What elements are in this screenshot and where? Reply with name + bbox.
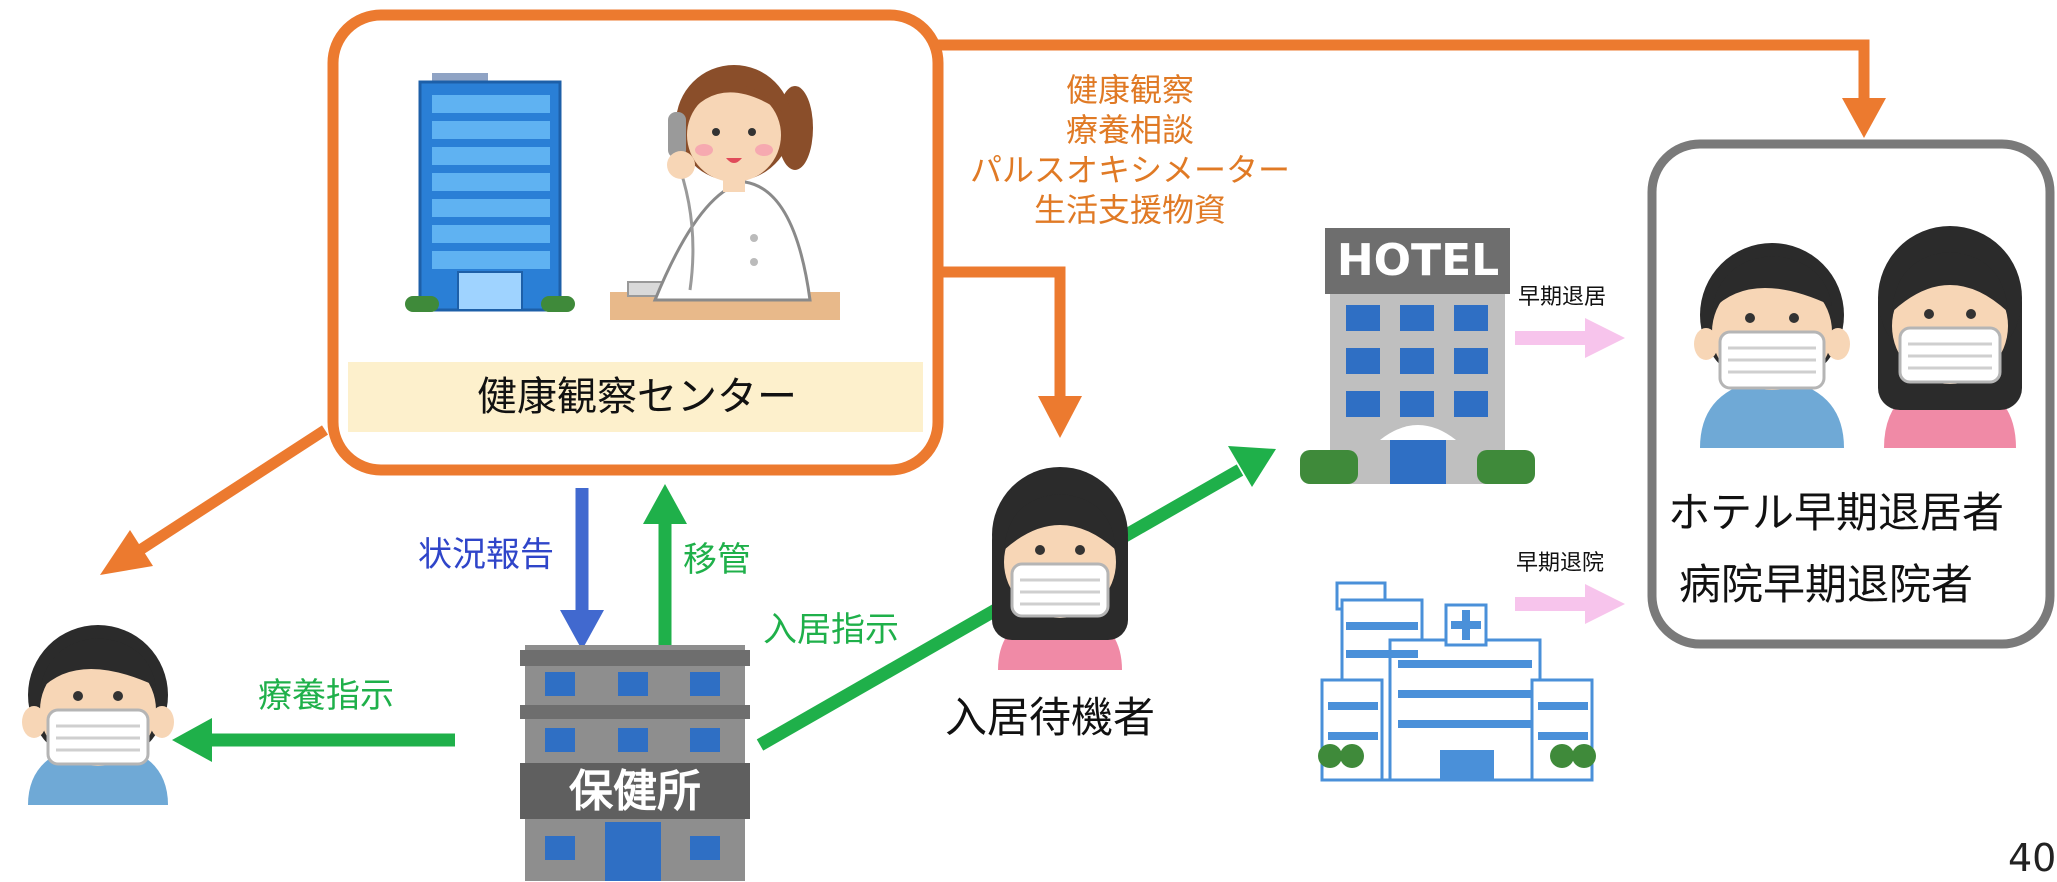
care-instruction-arrowhead: [172, 718, 212, 762]
health-center-sign: 保健所: [569, 766, 701, 817]
hotel-sign: HOTEL: [1337, 235, 1499, 286]
center-services: 健康観察 療養相談 パルスオキシメーター 生活支援物資: [940, 70, 1320, 230]
center-label: 健康観察センター: [477, 374, 797, 420]
masked-boy-icon: [22, 625, 174, 805]
admission-instruction-label: 入居指示: [763, 610, 899, 650]
center-to-waiting-arrowhead: [1038, 396, 1082, 438]
waiting-label: 入居待機者: [945, 693, 1156, 742]
center-label-bg: [348, 362, 923, 432]
early-leave-hotel-arrow: [1515, 318, 1625, 358]
masked-girl-icon: [992, 467, 1128, 670]
center-to-person-arrowhead: [100, 530, 153, 575]
masked-boy-icon: [1694, 243, 1850, 448]
early-box-line1: ホテル早期退居者: [1668, 488, 2005, 537]
service-health-observation: 健康観察: [1065, 71, 1194, 109]
care-instruction-label: 療養指示: [258, 676, 394, 716]
office-building-icon: [405, 73, 575, 312]
admission-instruction-arrowhead: [1228, 446, 1276, 487]
transfer-label: 移管: [683, 540, 751, 580]
early-leave-hospital-label: 早期退院: [1516, 551, 1605, 576]
service-care-consultation: 療養相談: [1065, 111, 1194, 149]
page-number: 40: [2008, 836, 2057, 880]
center-to-early-box-arrow: [930, 39, 1870, 100]
center-to-person-arrow: [137, 425, 328, 555]
service-living-support: 生活支援物資: [1033, 191, 1226, 229]
status-report-label: 状況報告: [418, 535, 554, 575]
hospital-icon: [1318, 581, 1596, 782]
early-box-line2: 病院早期退院者: [1679, 560, 1974, 609]
center-to-early-box-arrowhead: [1842, 98, 1886, 138]
early-leave-hospital-arrow: [1515, 584, 1625, 624]
masked-girl-icon: [1878, 226, 2022, 448]
status-report-arrowhead: [560, 610, 604, 650]
hotel-icon: [1300, 228, 1535, 484]
transfer-arrowhead: [643, 484, 687, 524]
early-leave-hotel-label: 早期退居: [1518, 285, 1607, 310]
center-to-waiting-arrow: [935, 266, 1066, 398]
service-pulse-oximeter: パルスオキシメーター: [969, 151, 1290, 189]
nurse-phone-icon: [610, 65, 840, 320]
health-center-building-icon: [520, 645, 750, 881]
